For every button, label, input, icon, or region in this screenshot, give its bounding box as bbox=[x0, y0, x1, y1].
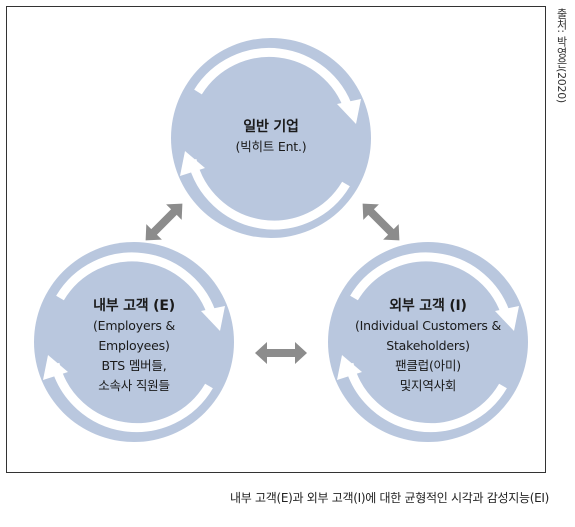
external-line-3: 팬클럽(아미) bbox=[395, 358, 461, 373]
enterprise-cycle bbox=[171, 38, 371, 238]
external-cycle-arrow-top bbox=[350, 252, 512, 320]
internal-arrowhead-top bbox=[201, 306, 225, 331]
figure-caption: 내부 고객(E)과 외부 고객(I)에 대한 균형적인 시각과 감성지능(EI) bbox=[230, 491, 549, 505]
external-arrowhead-bottom bbox=[337, 355, 362, 380]
double-arrow-enterprise-internal bbox=[145, 203, 183, 241]
external-cycle bbox=[328, 242, 528, 442]
internal-line-3: BTS 멤버들, bbox=[101, 358, 167, 373]
internal-title: 내부 고객 (E) bbox=[93, 298, 175, 314]
internal-cycle-arrow-bottom bbox=[50, 362, 213, 433]
internal-circle bbox=[34, 242, 234, 442]
external-line-1: (Individual Customers & bbox=[354, 318, 502, 333]
external-line-4: 및지역사회 bbox=[399, 378, 457, 393]
internal-line-1: (Employers & bbox=[92, 318, 176, 333]
external-cycle-arrow-bottom bbox=[344, 362, 507, 433]
enterprise-title: 일반 기업 bbox=[243, 119, 299, 135]
internal-line-2: Employees) bbox=[98, 338, 170, 353]
enterprise-arrowhead-top bbox=[337, 99, 361, 124]
enterprise-circle bbox=[171, 38, 371, 238]
double-arrow-enterprise-external bbox=[362, 203, 400, 241]
external-circle bbox=[328, 242, 528, 442]
double-arrow-internal-external bbox=[255, 342, 307, 364]
enterprise-arrowhead-bottom bbox=[180, 151, 205, 176]
external-arrowhead-top bbox=[495, 306, 519, 331]
enterprise-subtitle: (빅히트 Ent.) bbox=[235, 139, 307, 154]
external-line-2: Stakeholders) bbox=[386, 338, 470, 353]
connector-arrows bbox=[145, 203, 400, 364]
internal-cycle bbox=[34, 242, 234, 442]
enterprise-cycle-arrow-top bbox=[194, 47, 354, 112]
internal-cycle-arrow-top bbox=[56, 252, 218, 320]
internal-line-4: 소속사 직원들 bbox=[98, 378, 170, 393]
external-title: 외부 고객 (I) bbox=[389, 298, 467, 314]
internal-label: 내부 고객 (E) (Employers & Employees) BTS 멤버… bbox=[58, 296, 210, 396]
internal-arrowhead-bottom bbox=[43, 355, 68, 380]
source-note: 출처: 박영은(2020) bbox=[555, 8, 568, 103]
enterprise-label: 일반 기업 (빅히트 Ent.) bbox=[201, 117, 341, 157]
enterprise-cycle-arrow-bottom bbox=[187, 158, 350, 230]
external-label: 외부 고객 (I) (Individual Customers & Stakeh… bbox=[343, 296, 513, 396]
